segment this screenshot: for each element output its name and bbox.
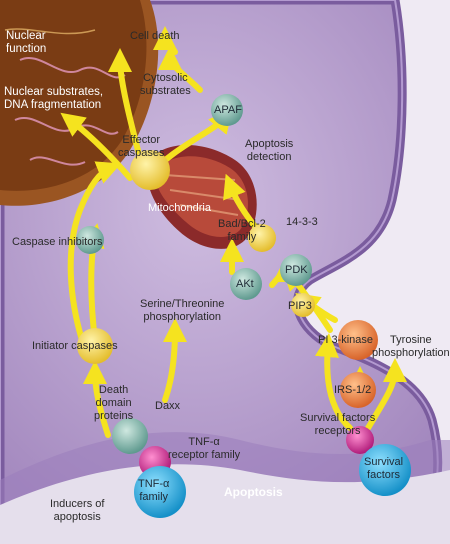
node-pdk: [280, 254, 312, 286]
label-pdk: PDK: [285, 264, 308, 276]
node-effector-caspases: [130, 150, 170, 190]
label-survival-receptors: Survival factors receptors: [300, 412, 376, 437]
label-irs: IRS-1/2: [334, 384, 372, 396]
label-inducers: Inducers of apoptosis: [50, 498, 105, 523]
node-bad-bcl2: [248, 224, 276, 252]
label-bad-bcl2: Bad/Bcl-2 family: [218, 218, 266, 243]
label-nuclear-substrates: Nuclear substrates, DNA fragmentation: [4, 86, 104, 111]
node-caspase-inhibitors: [76, 226, 104, 254]
label-cytosolic-substrates: Cytosolic substrates: [140, 72, 191, 97]
label-caspase-inhibitors: Caspase inhibitors: [12, 236, 103, 248]
node-apaf: [211, 94, 243, 126]
node-initiator-caspases: [77, 328, 113, 364]
node-tnf-family: [134, 466, 186, 518]
node-pi3-kinase: [338, 320, 378, 360]
label-apoptosis: Apoptosis: [224, 485, 283, 499]
label-mitochondria: Mitochondria: [148, 202, 211, 214]
label-ser-thr: Serine/Threonine phosphorylation: [140, 298, 225, 323]
label-daxx: Daxx: [155, 400, 181, 412]
label-14-3-3: 14-3-3: [286, 216, 318, 228]
label-effector-caspases: Effector caspases: [118, 134, 165, 159]
label-pi3-kinase: PI 3-kinase: [318, 334, 374, 346]
label-nuclear-function: Nuclear function: [6, 30, 47, 55]
node-akt: [230, 268, 262, 300]
label-akt: AKt: [236, 278, 254, 290]
label-initiator-caspases: Initiator caspases: [32, 340, 118, 352]
node-death-domain: [112, 418, 148, 454]
node-irs: [340, 372, 376, 408]
label-tnf-family: TNF-α family: [138, 478, 170, 503]
extracellular-region: [0, 464, 450, 544]
label-cell-death: Cell death: [130, 30, 180, 42]
node-survival-factors: [359, 444, 411, 496]
label-tyrosine: Tyrosine phosphorylation: [372, 334, 450, 359]
label-survival-factors: Survival factors: [364, 456, 404, 481]
label-apaf: APAF: [214, 104, 242, 116]
label-pip3: PIP3: [288, 300, 312, 312]
label-tnf-receptor: TNF-α receptor family: [168, 436, 241, 461]
node-pip3: [291, 293, 315, 317]
label-death-domain: Death domain proteins: [94, 384, 134, 422]
label-apoptosis-detection: Apoptosis detection: [245, 138, 294, 163]
node-survival-receptor: [346, 426, 374, 454]
